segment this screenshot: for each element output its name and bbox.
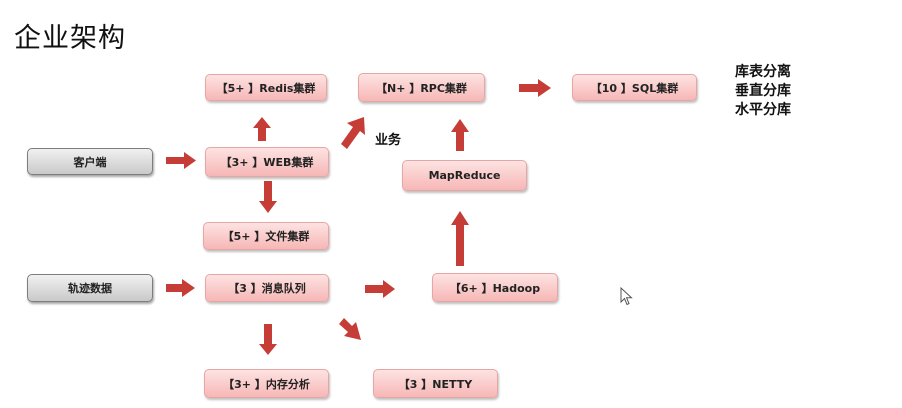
note-vertical-sharding: 垂直分库 bbox=[735, 83, 791, 99]
arrow-hadoop-to-mapreduce bbox=[451, 211, 469, 266]
arrow-track-to-mq bbox=[166, 279, 195, 297]
edge-label-business: 业务 bbox=[375, 133, 402, 148]
node-netty: 【3 】NETTY bbox=[373, 369, 498, 398]
node-file-cluster: 【5+ 】文件集群 bbox=[203, 222, 329, 250]
node-sql-cluster: 【10 】SQL集群 bbox=[572, 74, 697, 101]
arrow-mq-to-hadoop bbox=[365, 280, 395, 298]
page-title: 企业架构 bbox=[14, 23, 126, 54]
node-redis-cluster: 【5+ 】Redis集群 bbox=[205, 74, 327, 101]
arrow-mapreduce-to-rpc bbox=[451, 119, 469, 151]
node-mapreduce: MapReduce bbox=[402, 160, 527, 191]
node-hadoop: 【6+ 】Hadoop bbox=[432, 273, 558, 302]
arrow-mq-to-netty bbox=[339, 318, 361, 340]
arrow-mq-to-memory bbox=[259, 324, 277, 355]
node-message-queue: 【3 】消息队列 bbox=[205, 274, 329, 302]
arrow-web-to-file bbox=[259, 181, 277, 213]
node-web-cluster: 【3+ 】WEB集群 bbox=[205, 147, 329, 177]
node-rpc-cluster: 【N+ 】RPC集群 bbox=[358, 73, 485, 102]
node-client: 客户端 bbox=[27, 148, 153, 175]
arrow-client-to-web bbox=[166, 152, 196, 169]
note-horizontal-sharding: 水平分库 bbox=[735, 102, 791, 118]
mouse-cursor-icon bbox=[620, 287, 633, 306]
arrow-rpc-to-sql bbox=[519, 79, 551, 97]
node-memory-analysis: 【3+ 】内存分析 bbox=[204, 369, 329, 398]
arrow-web-to-redis bbox=[253, 117, 271, 141]
arrow-web-to-rpc bbox=[341, 117, 365, 149]
node-track-data: 轨迹数据 bbox=[27, 274, 153, 302]
db-strategy-notes: 库表分离 垂直分库 水平分库 bbox=[735, 63, 791, 120]
note-table-separation: 库表分离 bbox=[735, 64, 791, 80]
